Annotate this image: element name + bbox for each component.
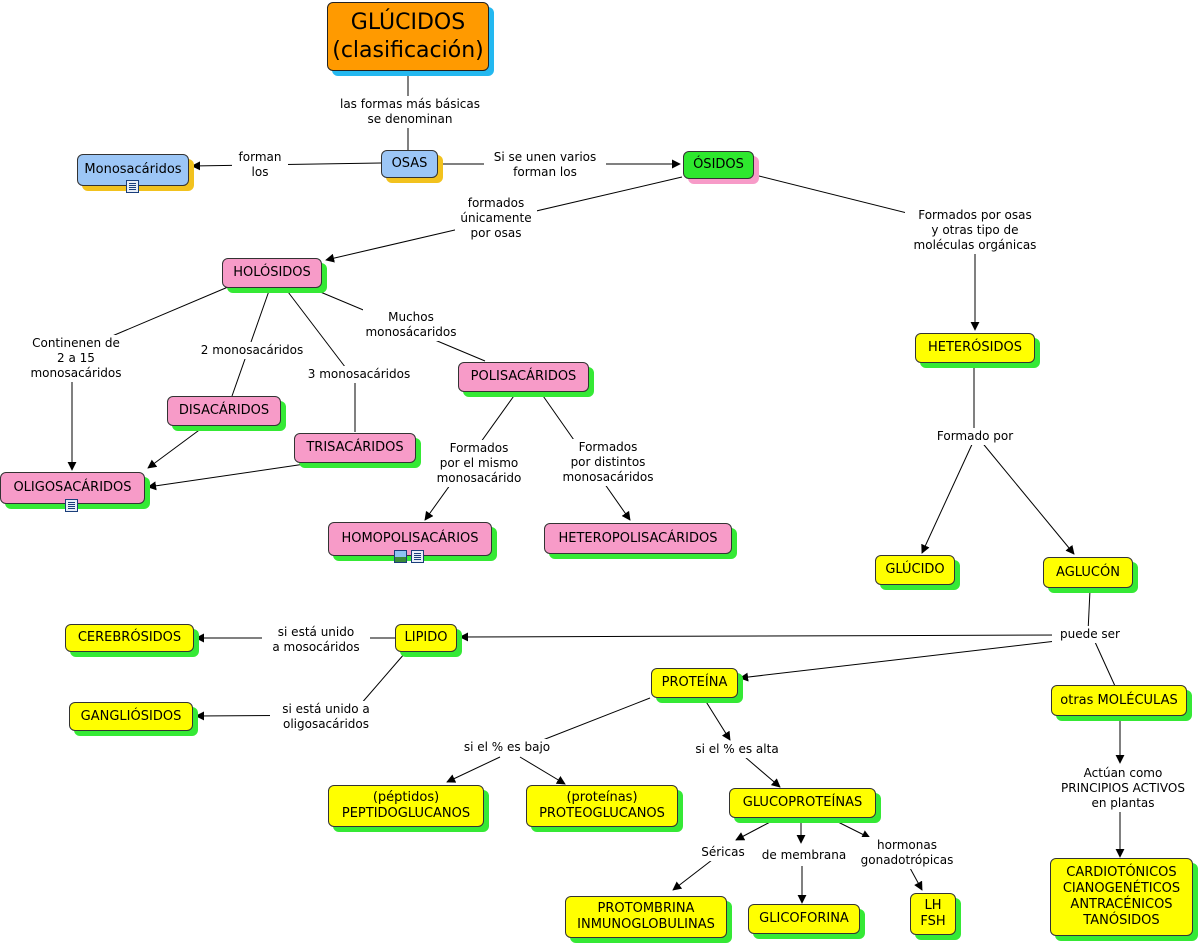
document-icon[interactable] [126,180,139,193]
link-label-formado-por: Formado por [928,428,1022,445]
node-otras-moleculas[interactable]: otras MOLÉCULAS [1051,685,1187,716]
node-cerebrosidos[interactable]: CEREBRÓSIDOS [65,624,194,652]
node-lipido[interactable]: LIPIDO [395,624,457,652]
node-cardiotonicos[interactable]: CARDIOTÓNICOS CIANOGENÉTICOS ANTRACÉNICO… [1050,858,1193,936]
image-icon[interactable] [394,550,407,563]
document-icon[interactable] [65,499,78,512]
link-label-hormonas: hormonas gonadotrópicas [853,837,961,869]
link-label-mismo: Formados por el mismo monosacárido [429,440,529,487]
link-label-actuan: Actúan como PRINCIPIOS ACTIVOS en planta… [1050,765,1196,812]
node-gangliosidos[interactable]: GANGLIÓSIDOS [69,702,193,731]
node-lh-fsh[interactable]: LH FSH [910,893,956,935]
node-osidos[interactable]: ÓSIDOS [683,151,754,179]
node-proteina[interactable]: PROTEÍNA [651,668,738,698]
link-label-muchos: Muchos monosácaridos [363,309,459,341]
link-label-otras-tipo: Formados por osas y otras tipo de molécu… [905,207,1045,254]
node-glucido[interactable]: GLÚCIDO [875,555,955,585]
node-protombrina[interactable]: PROTOMBRINA INMUNOGLOBULINAS [565,896,727,938]
node-trisacaridos[interactable]: TRISACÁRIDOS [294,433,416,463]
link-label-distintos: Formados por distintos monosacáridos [556,439,660,486]
link-label-sericas: Séricas [694,844,752,861]
node-holosidos[interactable]: HOLÓSIDOS [222,258,322,288]
link-label-bajo: si el % es bajo [453,739,561,756]
document-icon[interactable] [411,550,424,563]
node-disacaridos[interactable]: DISACÁRIDOS [167,396,281,426]
node-oligosacaridos[interactable]: OLIGOSACÁRIDOS [0,472,145,504]
node-glucidos[interactable]: GLÚCIDOS (clasificación) [327,2,489,71]
node-glucoproteinas[interactable]: GLUCOPROTEÍNAS [729,788,876,818]
link-label-se-unen: Si se unen varios forman los [484,149,606,181]
link-label-alta: si el % es alta [686,741,788,758]
link-label-unicamente: formados únicamente por osas [455,195,537,242]
node-osas[interactable]: OSAS [381,150,438,178]
link-label-forman-los: forman los [232,149,288,181]
node-heteropolisacaridos[interactable]: HETEROPOLISACÁRIDOS [544,523,732,554]
link-label-continenen: Continenen de 2 a 15 monosacáridos [24,335,128,382]
link-label-membrana: de membrana [755,847,853,864]
link-label-puede-ser: puede ser [1052,626,1128,643]
node-proteoglucanos[interactable]: (proteínas) PROTEOGLUCANOS [526,785,678,827]
link-label-formas-basicas: las formas más básicas se denominan [335,96,485,128]
node-aglucon[interactable]: AGLUCÓN [1043,557,1133,588]
link-label-tres-mono: 3 monosacáridos [302,366,416,383]
node-homopolisacarios[interactable]: HOMOPOLISACÁRIOS [328,522,492,556]
link-label-dos-mono: 2 monosacáridos [194,342,310,359]
node-heterosidos[interactable]: HETERÓSIDOS [915,333,1035,363]
node-peptidoglucanos[interactable]: (péptidos) PEPTIDOGLUCANOS [328,785,484,827]
link-label-oligo: si está unido a oligosacáridos [270,701,382,733]
node-polisacaridos[interactable]: POLISACÁRIDOS [458,362,589,392]
link-label-mosocaridos: si está unido a mosocáridos [262,624,370,656]
node-glicoforina[interactable]: GLICOFORINA [748,904,860,934]
